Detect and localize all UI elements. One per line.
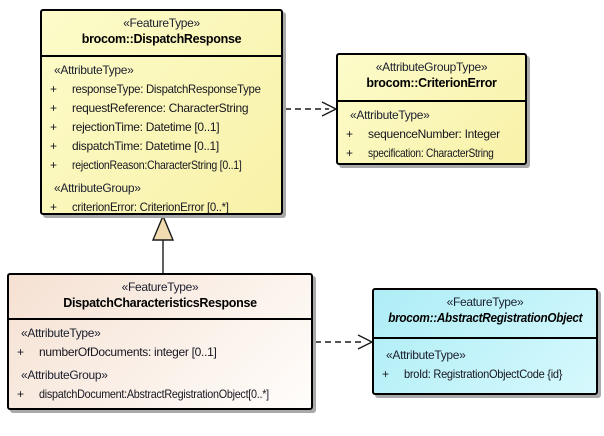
stereotype-label: «FeatureType» [121,280,199,294]
visibility-plus: + [17,387,24,401]
attribute-row: + dispatchDocument:AbstractRegistrationO… [9,385,311,404]
stereotype-label: «FeatureType» [123,16,200,30]
visibility-plus: + [382,367,389,381]
attribute-row: + numberOfDocuments: integer [0..1] [9,343,311,362]
visibility-plus: + [346,127,353,141]
stereotype-label: «FeatureType» [446,295,524,309]
class-body: «AttributeType» + numberOfDocuments: int… [9,320,311,404]
attribute-type-heading: «AttributeType» [386,348,466,362]
class-name: brocom::AbstractRegistrationObject [387,311,583,325]
attribute-type-heading: «AttributeType» [54,63,134,77]
generalization-arrow-dcr-dispatchresponse [151,214,175,273]
class-header: «FeatureType» DispatchCharacteristicsRes… [9,275,311,320]
class-name: brocom::DispatchResponse [81,32,242,46]
attribute-row: + dispatchTime: Datetime [0..1] [42,137,281,156]
attribute-text: sequenceNumber: Integer [368,127,500,141]
attribute-text: rejectionTime: Datetime [0..1] [72,120,220,134]
attribute-row: + rejectionReason:CharacterString [0..1] [42,156,281,175]
attribute-type-heading: «AttributeType» [21,326,101,340]
class-header: «AttributeGroupType» brocom::CriterionEr… [338,55,525,102]
visibility-plus: + [50,139,57,153]
class-box-criterion-error[interactable]: «AttributeGroupType» brocom::CriterionEr… [336,53,527,165]
class-name: DispatchCharacteristicsResponse [63,296,257,310]
class-box-dispatch-response[interactable]: «FeatureType» brocom::DispatchResponse «… [40,9,283,215]
dependency-arrow-dcr-abstractregistrationobject [315,334,374,350]
attribute-row: + responseType: DispatchResponseType [42,80,281,99]
class-body: «AttributeType» + broId: RegistrationObj… [374,339,596,384]
attribute-group-heading: «AttributeGroup» [21,368,108,382]
attribute-row: + rejectionTime: Datetime [0..1] [42,118,281,137]
attribute-text: dispatchDocument:AbstractRegistrationObj… [39,387,269,401]
attribute-text: specification: CharacterString [368,146,494,160]
attribute-row: + specification: CharacterString [338,144,525,163]
dependency-arrow-dispatchresponse-criterionerror [285,101,338,117]
attribute-row: + criterionError: CriterionError [0..*] [42,198,281,217]
visibility-plus: + [50,158,57,172]
class-box-dispatch-characteristics-response[interactable]: «FeatureType» DispatchCharacteristicsRes… [7,273,313,410]
attribute-text: criterionError: CriterionError [0..*] [72,200,229,214]
visibility-plus: + [17,345,24,359]
class-header: «FeatureType» brocom::DispatchResponse [42,11,281,57]
visibility-plus: + [50,120,57,134]
attribute-text: requestReference: CharacterString [72,101,249,115]
class-box-abstract-registration-object[interactable]: «FeatureType» brocom::AbstractRegistrati… [372,288,598,395]
attribute-row: + broId: RegistrationObjectCode {id} [374,365,596,384]
visibility-plus: + [50,82,57,96]
visibility-plus: + [346,146,353,160]
attribute-group-heading: «AttributeGroup» [54,181,141,195]
class-body: «AttributeType» + sequenceNumber: Intege… [338,102,525,163]
visibility-plus: + [50,101,57,115]
attribute-text: dispatchTime: Datetime [0..1] [72,139,219,153]
class-header: «FeatureType» brocom::AbstractRegistrati… [374,290,596,339]
attribute-text: numberOfDocuments: integer [0..1] [39,345,217,359]
attribute-row: + requestReference: CharacterString [42,99,281,118]
stereotype-label: «AttributeGroupType» [375,60,488,74]
attribute-type-heading: «AttributeType» [350,108,430,122]
attribute-row: + sequenceNumber: Integer [338,125,525,144]
visibility-plus: + [50,200,57,214]
class-body: «AttributeType» + responseType: Dispatch… [42,57,281,217]
attribute-text: responseType: DispatchResponseType [72,82,261,96]
attribute-text: broId: RegistrationObjectCode {id} [404,367,563,381]
class-name: brocom::CriterionError [366,76,497,90]
attribute-text: rejectionReason:CharacterString [0..1] [72,158,242,172]
